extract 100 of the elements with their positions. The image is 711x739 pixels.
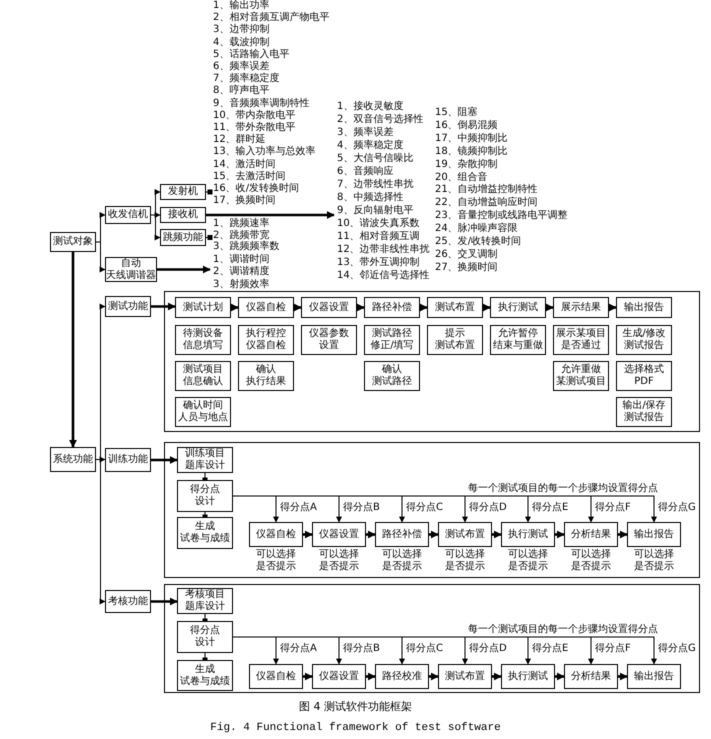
list-item: 13、输入功率与总效率 (212, 146, 316, 158)
process-box: 分析结果 (564, 522, 618, 547)
arrow (151, 302, 176, 310)
process-box: 考核项目题库设计 (177, 588, 233, 614)
list-item: 20、组合音 (434, 172, 488, 184)
process-box: 仪器设置 (312, 664, 366, 689)
note-text: 每一个测试项目的每一个步骤均设置得分点 (468, 624, 658, 636)
process-box: 仪器设置 (312, 522, 366, 547)
list-item: 17、换频时间 (212, 195, 276, 208)
process-box: 输出报告 (627, 664, 681, 689)
edge-label: 得分点B (342, 502, 381, 514)
arrow (151, 456, 178, 464)
edge-label: 得分点F (594, 502, 632, 514)
list-item: 1、调谐时间 (212, 254, 270, 266)
edge-label: 得分点C (405, 502, 444, 514)
process-box: 接收机 (160, 207, 206, 223)
list-item: 7、边带线性串扰 (336, 179, 414, 191)
list-item: 1、跳频速率 (212, 218, 270, 230)
process-box: 执行测试 (501, 664, 555, 689)
process-box: 输出报告 (616, 297, 672, 318)
list-item: 10、带内杂散电平 (212, 110, 296, 122)
list-item: 4、载波抑制 (212, 36, 270, 48)
process-box: 执行程控仪器自检 (238, 325, 294, 355)
list-item: 10、谐波失真系数 (336, 218, 420, 230)
arrow (366, 672, 376, 680)
process-box: 考核功能 (105, 590, 151, 613)
list-item: 2、相对音频互调产物电平 (212, 12, 330, 24)
arrow (420, 304, 428, 312)
list-item: 3、射频效率 (212, 278, 270, 291)
list-item: 4、频率稳定度 (336, 140, 404, 152)
process-box: 选择格式PDF (616, 361, 672, 391)
process-box: 训练项目题库设计 (177, 447, 233, 473)
process-box: 分析结果 (564, 664, 618, 689)
process-box: 仪器自检 (238, 297, 294, 318)
arrow (356, 304, 365, 312)
caption-text: 图 4 测试软件功能框架 (298, 701, 413, 713)
list-item: 24、脉冲噪声容限 (434, 223, 518, 236)
process-box: 收发信机 (105, 206, 151, 224)
process-box: 测试布置 (438, 522, 492, 547)
process-box: 仪器自检 (249, 522, 303, 547)
process-box: 确认时间人员与地点 (175, 397, 231, 427)
list-item: 11、相对音频互调 (336, 231, 420, 243)
list-item: 25、发/收转换时间 (434, 236, 522, 248)
arrow (555, 530, 565, 538)
arrow (618, 672, 628, 680)
process-box: 仪器参数设置 (301, 325, 357, 355)
arrow (69, 252, 77, 448)
list-item: 19、杂散抑制 (434, 158, 498, 171)
list-item: 6、频率误差 (212, 61, 270, 72)
process-box: 测试对象 (50, 232, 96, 252)
note-text: 可以选择是否提示 (318, 549, 360, 573)
arrow (492, 672, 502, 680)
list-item: 3、跳频频率数 (212, 241, 280, 253)
arrow (555, 672, 565, 680)
arrow (608, 304, 617, 312)
process-box: 路径校准 (375, 664, 429, 689)
process-box: 系统功能 (50, 447, 96, 472)
arrow (366, 530, 376, 538)
list-item: 27、换频时间 (434, 262, 498, 274)
list-item: 6、音频响应 (336, 166, 394, 178)
process-box: 确认测试路径 (364, 361, 420, 391)
list-item: 3、频率误差 (336, 127, 394, 139)
process-box: 测试路径修正/填写 (364, 325, 420, 355)
process-box: 路径补偿 (375, 522, 429, 547)
note-text: 可以选择是否提示 (381, 549, 423, 573)
arrow (151, 598, 178, 606)
process-box: 生成试卷与成绩 (177, 517, 233, 549)
list-item: 15、阻塞 (434, 107, 478, 119)
process-box: 仪器设置 (301, 297, 357, 318)
edge-label: 得分点C (405, 643, 444, 655)
edge-label: 得分点F (594, 643, 632, 655)
process-box: 确认执行结果 (238, 361, 294, 391)
arrow (482, 304, 491, 312)
list-item: 5、大信号信噪比 (336, 153, 414, 165)
list-item: 18、镜频抑制比 (434, 146, 508, 158)
process-box: 训练功能 (105, 448, 151, 472)
edge-label: 得分点A (279, 502, 318, 514)
edge-label: 得分点A (279, 643, 318, 655)
process-box: 生成/修改测试报告 (616, 325, 672, 355)
list-item: 26、交叉调制 (434, 248, 498, 261)
list-item: 2、跳频带宽 (212, 230, 270, 240)
list-item: 7、频率稳定度 (212, 73, 280, 84)
note-text: 可以选择是否提示 (507, 549, 549, 573)
process-box: 测试布置 (427, 297, 483, 318)
process-box: 仪器自检 (249, 664, 303, 689)
note-text: 可以选择是否提示 (570, 549, 612, 573)
caption-text: Fig. 4 Functional framework of test software (209, 722, 502, 734)
process-box: 展示结果 (553, 297, 609, 318)
process-box: 得分点设计 (177, 480, 233, 512)
process-box: 得分点设计 (177, 621, 233, 653)
note-text: 可以选择是否提示 (255, 549, 297, 573)
list-item: 16、倒易混频 (434, 120, 498, 132)
process-box: 执行测试 (501, 522, 555, 547)
edge-label: 得分点B (342, 643, 381, 655)
arrow (157, 266, 211, 274)
process-box: 输出/保存测试报告 (616, 397, 672, 427)
arrow (96, 459, 106, 604)
arrow (294, 304, 302, 312)
edge-label: 得分点G (657, 643, 697, 655)
process-box: 输出报告 (627, 522, 681, 547)
